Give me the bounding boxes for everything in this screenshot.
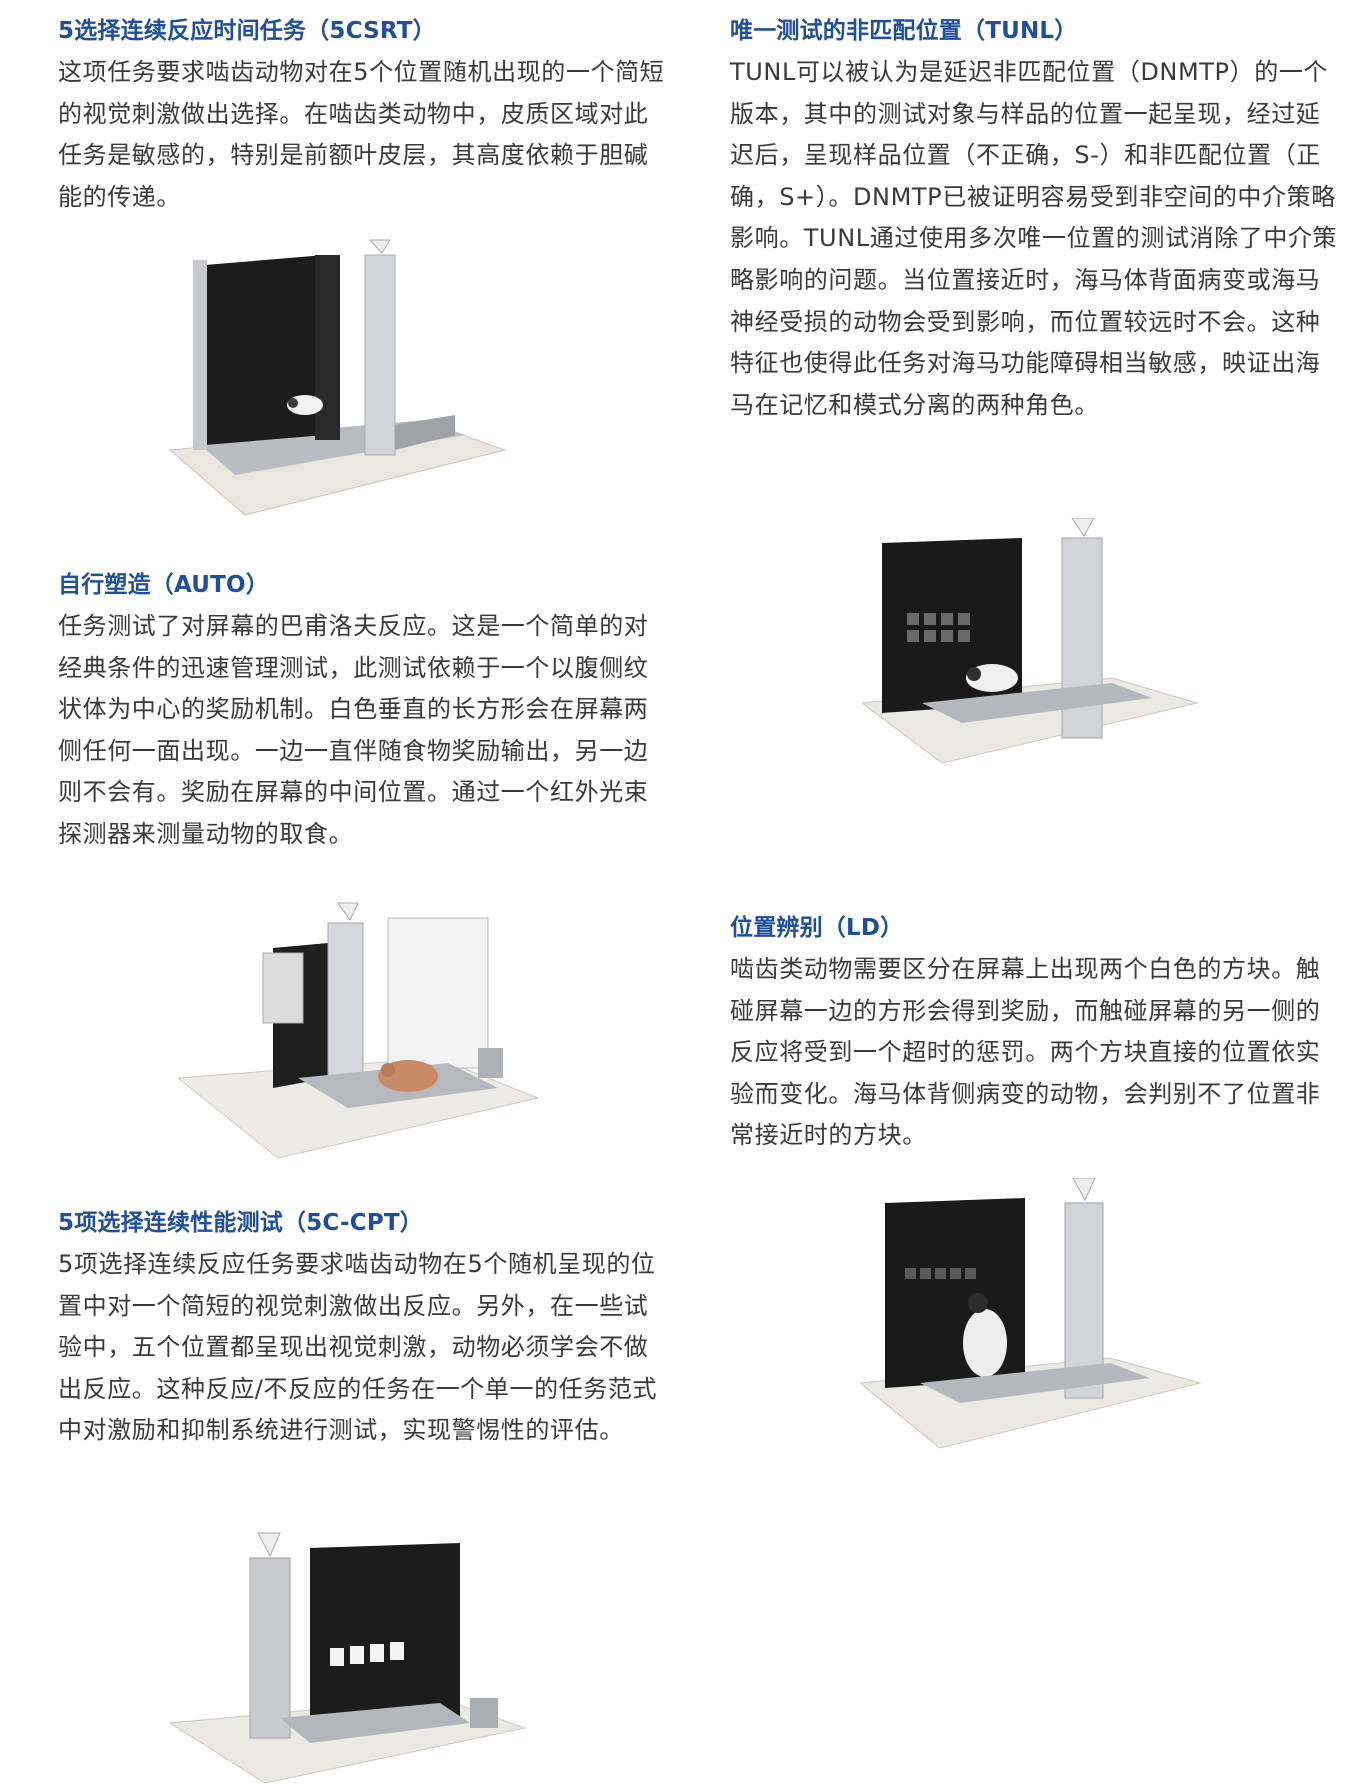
section-heading: 5选择连续反应时间任务（5CSRT） <box>58 18 436 44</box>
section-body: TUNL可以被认为是延迟非匹配位置（DNMTP）的一个版本，其中的测试对象与样品… <box>730 58 1338 419</box>
section-heading: 自行塑造（AUTO） <box>58 572 270 598</box>
section-heading: 唯一测试的非匹配位置（TUNL） <box>730 18 1078 44</box>
chamber-photo-tunl <box>862 518 1207 768</box>
section-tunl: 唯一测试的非匹配位置（TUNL） TUNL可以被认为是延迟非匹配位置（DNMTP… <box>730 16 1340 426</box>
section-body: 这项任务要求啮齿动物对在5个位置随机出现的一个简短的视觉刺激做出选择。在啮齿类动… <box>58 58 665 211</box>
chamber-photo-5c-cpt <box>170 1528 530 1788</box>
chamber-photo-5csrt <box>165 235 510 520</box>
section-5c-cpt: 5项选择连续性能测试（5C-CPT） 5项选择连续反应任务要求啮齿动物在5个随机… <box>58 1208 668 1452</box>
section-ld: 位置辨别（LD） 啮齿类动物需要区分在屏幕上出现两个白色的方块。触碰屏幕一边的方… <box>730 913 1340 1157</box>
section-body: 啮齿类动物需要区分在屏幕上出现两个白色的方块。触碰屏幕一边的方形会得到奖励，而触… <box>730 955 1321 1150</box>
chamber-photo-ld <box>860 1178 1205 1458</box>
section-5csrt: 5选择连续反应时间任务（5CSRT） 这项任务要求啮齿动物对在5个位置随机出现的… <box>58 16 668 218</box>
section-heading: 5项选择连续性能测试（5C-CPT） <box>58 1210 423 1236</box>
section-auto: 自行塑造（AUTO） 任务测试了对屏幕的巴甫洛夫反应。这是一个简单的对经典条件的… <box>58 570 668 856</box>
section-body: 任务测试了对屏幕的巴甫洛夫反应。这是一个简单的对经典条件的迅速管理测试，此测试依… <box>58 612 649 848</box>
chamber-photo-auto <box>178 898 548 1168</box>
section-body: 5项选择连续反应任务要求啮齿动物在5个随机呈现的位置中对一个简短的视觉刺激做出反… <box>58 1250 658 1445</box>
section-heading: 位置辨别（LD） <box>730 915 904 941</box>
